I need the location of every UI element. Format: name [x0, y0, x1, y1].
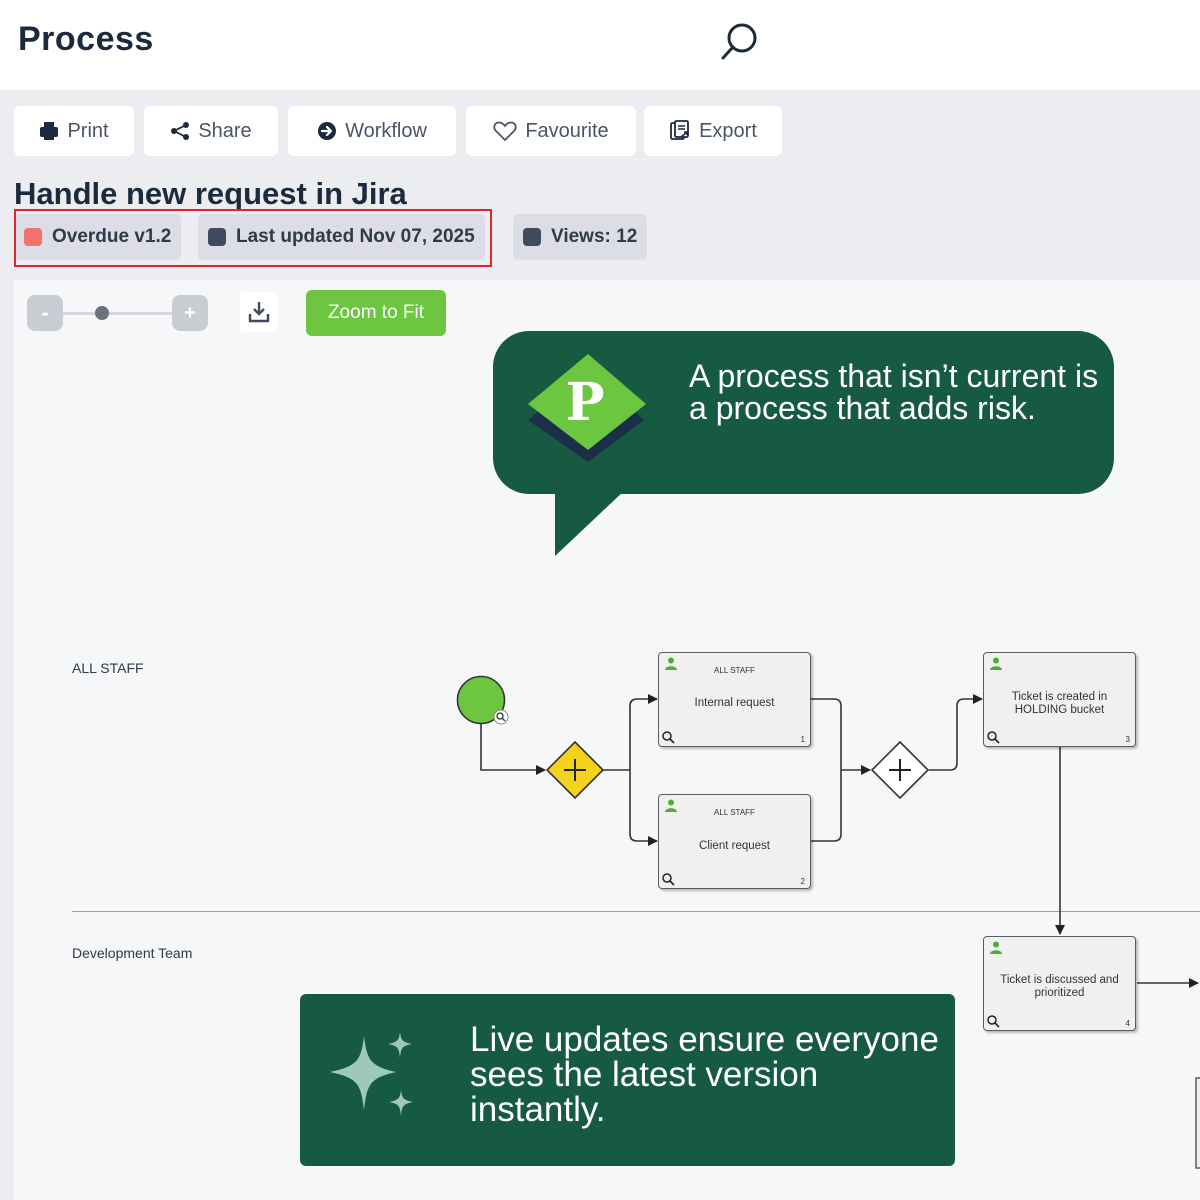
share-label: Share	[198, 119, 252, 142]
status-color-swatch	[24, 228, 42, 246]
person-icon	[990, 657, 1002, 670]
task-number: 2	[800, 877, 805, 886]
task-lane-tag: ALL STAFF	[714, 808, 755, 817]
parallel-join-gateway[interactable]	[870, 740, 930, 800]
parallel-split-gateway[interactable]	[545, 740, 605, 800]
process-title: Handle new request in Jira	[14, 176, 407, 211]
views-swatch	[523, 228, 541, 246]
search-icon	[721, 23, 757, 60]
person-icon	[990, 941, 1002, 954]
magnifier-icon[interactable]	[986, 1014, 1000, 1028]
task-label: Ticket is discussed and prioritized	[1000, 974, 1119, 999]
person-icon	[665, 657, 677, 670]
status-label: Overdue v1.2	[52, 226, 172, 247]
print-label: Print	[67, 119, 109, 142]
workflow-button[interactable]: Workflow	[288, 106, 456, 156]
zoom-out-button[interactable]: -	[27, 295, 63, 331]
task-label: Client request	[699, 840, 770, 852]
export-icon	[670, 120, 689, 140]
favourite-button[interactable]: Favourite	[466, 106, 636, 156]
share-icon	[171, 122, 190, 140]
export-button[interactable]: Export	[644, 106, 782, 156]
task-client-request[interactable]: ALL STAFF Client request 2	[658, 794, 811, 889]
workflow-label: Workflow	[345, 119, 427, 142]
person-icon	[665, 799, 677, 812]
task-number: 3	[1125, 735, 1130, 744]
live-updates-banner	[300, 994, 955, 1166]
magnifier-icon[interactable]	[661, 730, 675, 744]
lane-label-all-staff: ALL STAFF	[72, 660, 144, 676]
start-event[interactable]	[456, 675, 506, 725]
status-badge: Overdue v1.2	[14, 214, 182, 260]
last-updated-label: Last updated Nov 07, 2025	[236, 226, 475, 247]
callout-tail	[555, 490, 625, 556]
task-ticket-prioritized[interactable]: Ticket is discussed and prioritized 4	[983, 936, 1136, 1031]
zoom-slider-handle[interactable]	[95, 306, 109, 320]
brand-logo: P	[528, 354, 646, 462]
task-label: Internal request	[694, 697, 775, 709]
task-number: 4	[1125, 1019, 1130, 1028]
print-button[interactable]: Print	[14, 106, 134, 156]
last-updated-swatch	[208, 228, 226, 246]
task-number: 1	[800, 735, 805, 744]
download-icon	[248, 302, 270, 323]
share-button[interactable]: Share	[144, 106, 278, 156]
banner-text: Live updates ensure everyone sees the la…	[470, 1020, 939, 1129]
callout-text: A process that isn’t current is a proces…	[689, 358, 1099, 426]
highlight-frame	[14, 209, 492, 267]
last-updated-badge: Last updated Nov 07, 2025	[198, 214, 485, 260]
start-event-magnifier-icon[interactable]	[493, 709, 509, 725]
workflow-icon	[318, 122, 337, 140]
favourite-label: Favourite	[525, 119, 609, 142]
task-label: Ticket is created in HOLDING bucket	[1011, 691, 1108, 716]
task-lane-tag: ALL STAFF	[714, 666, 755, 675]
print-icon	[40, 122, 59, 140]
zoom-slider-track[interactable]	[63, 312, 172, 315]
zoom-in-button[interactable]: +	[172, 295, 208, 331]
app-title: Process	[18, 20, 154, 58]
search-button[interactable]	[718, 20, 762, 64]
top-bar: Process	[0, 0, 1200, 90]
lane-label-development-team: Development Team	[72, 945, 193, 961]
sparkle-icon	[330, 1032, 413, 1116]
magnifier-icon[interactable]	[661, 872, 675, 886]
magnifier-icon[interactable]	[986, 730, 1000, 744]
download-button[interactable]	[240, 292, 278, 332]
export-label: Export	[699, 119, 757, 142]
views-badge: Views: 12	[513, 214, 648, 260]
lane-divider	[72, 911, 1200, 912]
offscreen-task-edge	[1195, 1077, 1200, 1169]
task-internal-request[interactable]: ALL STAFF Internal request 1	[658, 652, 811, 747]
task-ticket-created[interactable]: Ticket is created in HOLDING bucket 3	[983, 652, 1136, 747]
zoom-to-fit-button[interactable]: Zoom to Fit	[306, 290, 446, 336]
views-label: Views: 12	[551, 226, 638, 247]
brand-logo-letter: P	[565, 372, 604, 433]
heart-icon	[493, 121, 517, 142]
